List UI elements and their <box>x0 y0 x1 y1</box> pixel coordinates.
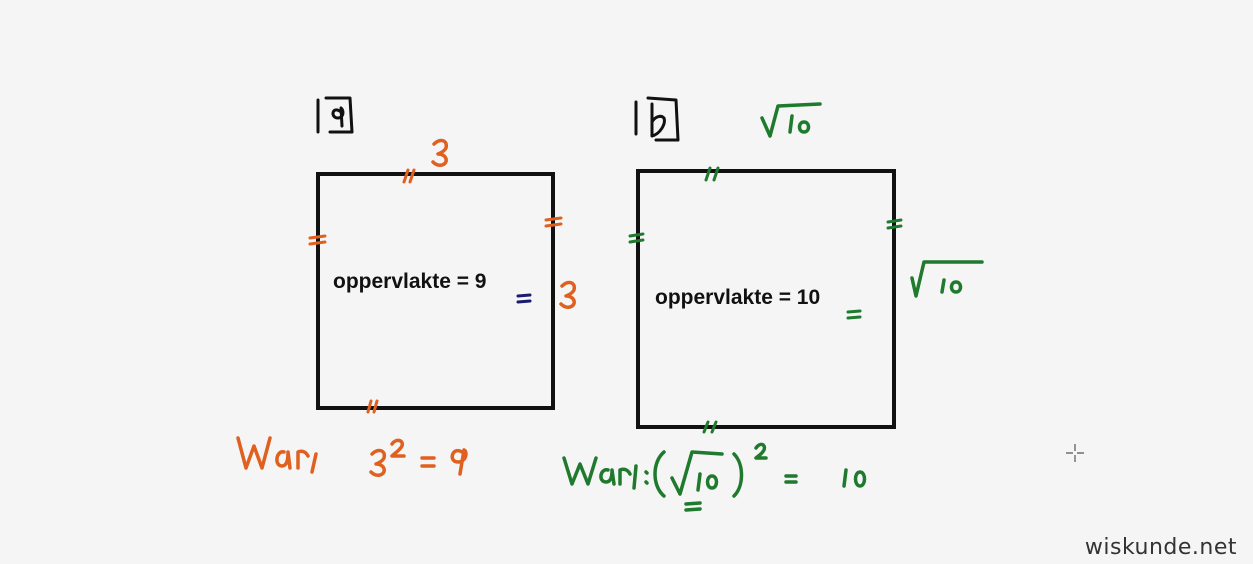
watermark: wiskunde.net <box>1084 535 1237 560</box>
area-underline-a <box>516 293 532 304</box>
side-label-a-right <box>559 280 577 309</box>
reason-b <box>562 442 867 512</box>
crosshair-cursor-icon <box>1066 444 1084 462</box>
area-label-a: oppervlakte = 9 <box>333 270 487 293</box>
tick-marks-a <box>308 168 563 414</box>
side-label-b-top <box>760 102 822 138</box>
part-a-label <box>316 96 354 134</box>
side-label-a-top <box>431 138 449 167</box>
area-underline-b <box>846 309 862 320</box>
area-label-b: oppervlakte = 10 <box>655 286 821 309</box>
reason-a <box>236 436 468 477</box>
square-b <box>636 169 896 429</box>
square-a <box>316 172 555 410</box>
side-label-b-right <box>910 260 984 298</box>
tick-marks-b <box>628 166 903 434</box>
part-b-label <box>634 96 680 142</box>
